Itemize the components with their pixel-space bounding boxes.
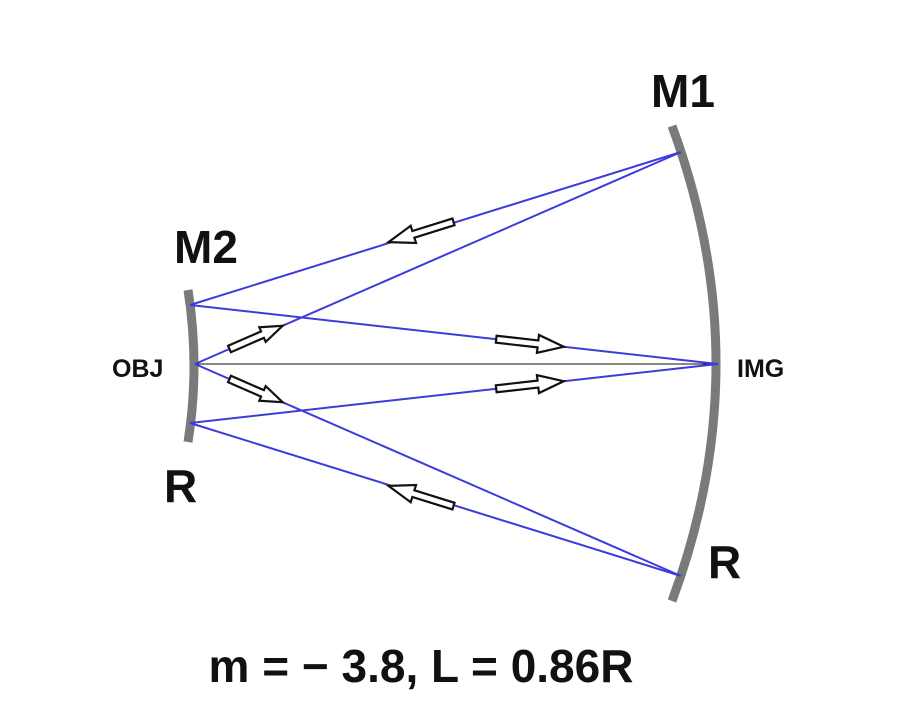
arrow-icon (494, 333, 568, 355)
arrow-icon (385, 217, 456, 245)
arrow-icon (494, 373, 568, 395)
label-obj: OBJ (112, 355, 163, 383)
mirror-m2 (183, 289, 199, 443)
ray-m2-bottom-to-img (189, 363, 719, 424)
label-m1: M1 (651, 65, 715, 117)
label-radius-m2: R (164, 460, 197, 512)
label-img: IMG (737, 355, 784, 383)
arrow-icon (226, 324, 286, 354)
arrow-icon (385, 483, 456, 511)
direction-arrows (226, 217, 568, 511)
arrow-icon (226, 374, 286, 404)
label-radius-m1: R (708, 536, 741, 588)
ray-m2-top-to-img (189, 304, 719, 365)
label-m2: M2 (174, 221, 238, 273)
magnification-formula: m = − 3.8, L = 0.86R (209, 640, 634, 692)
